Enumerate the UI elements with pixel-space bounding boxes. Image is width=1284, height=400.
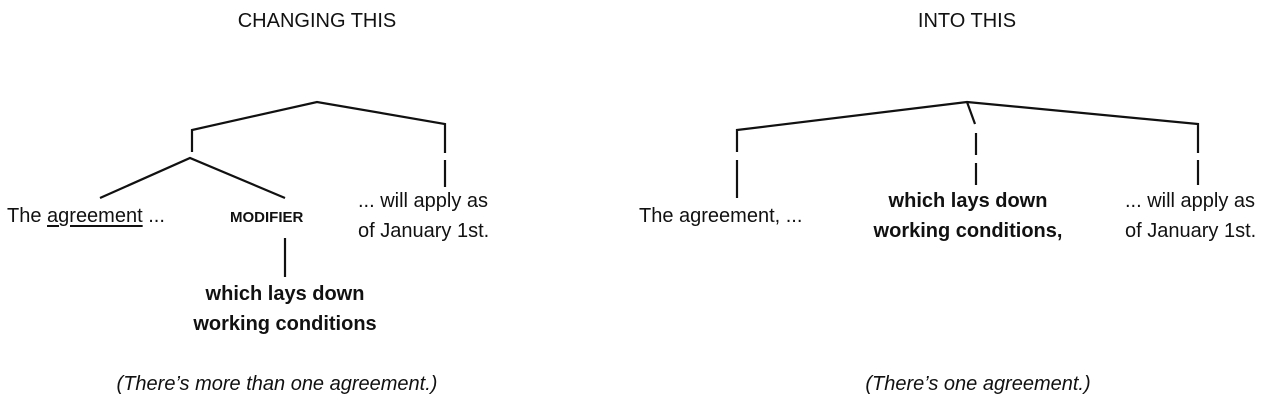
left-top-branch [190, 100, 447, 153]
subject-prefix: The [7, 205, 48, 227]
left-predicate-line2: of January 1st. [358, 220, 490, 242]
right-subject: The agreement, ... [639, 205, 803, 227]
left-predicate-line1: ... will apply as [358, 190, 489, 212]
left-tree [99, 100, 447, 277]
right-top-branch [735, 100, 1200, 153]
right-predicate-line2: of January 1st. [1125, 220, 1257, 242]
right-predicate-line1: ... will apply as [1125, 190, 1256, 212]
subject-head: agreement [47, 205, 143, 227]
subject-suffix: ... [142, 205, 165, 227]
right-clause-branch [965, 101, 977, 125]
right-clause-line2: working conditions, [873, 220, 1063, 242]
left-caption: (There’s more than one agreement.) [116, 373, 438, 395]
right-caption: (There’s one agreement.) [865, 373, 1091, 395]
right-title: INTO THIS [917, 10, 1017, 32]
right-clause-line1: which lays down [888, 190, 1048, 212]
right-tree [735, 100, 1200, 198]
modifier-label: MODIFIER [230, 209, 304, 226]
left-subject: The agreement ... [7, 201, 165, 231]
left-clause-line1: which lays down [205, 283, 365, 305]
left-title: CHANGING THIS [237, 10, 397, 32]
left-clause-line2: working conditions [193, 313, 377, 335]
left-np-branch [99, 156, 286, 200]
